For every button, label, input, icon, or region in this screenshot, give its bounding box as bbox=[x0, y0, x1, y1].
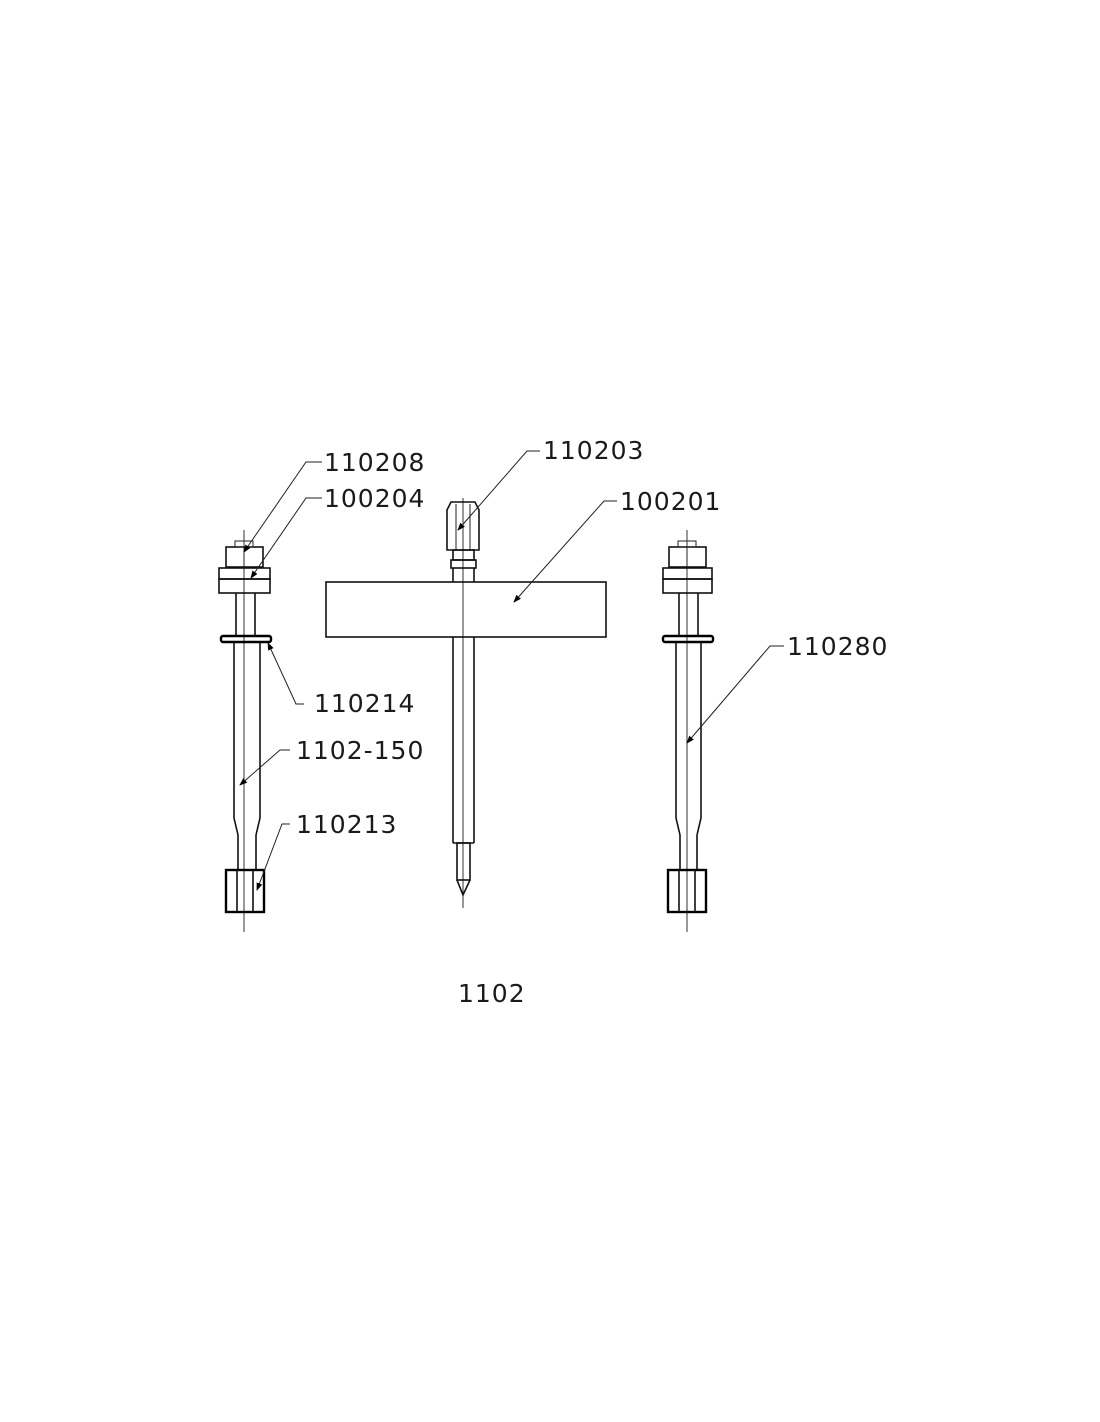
leader-lines bbox=[239, 450, 784, 891]
left-leg-assembly bbox=[218, 530, 273, 932]
assembly-number: 1102 bbox=[458, 979, 526, 1008]
center-screw-assembly bbox=[325, 498, 607, 908]
callout-110213: 110213 bbox=[296, 810, 397, 839]
callout-100204: 100204 bbox=[324, 484, 425, 513]
callout-110214: 110214 bbox=[314, 689, 415, 718]
callout-110280: 110280 bbox=[787, 632, 888, 661]
callout-1102-150: 1102-150 bbox=[296, 736, 424, 765]
callout-110208: 110208 bbox=[324, 448, 425, 477]
right-leg-assembly bbox=[661, 530, 715, 932]
callout-110203: 110203 bbox=[543, 436, 644, 465]
callout-100201: 100201 bbox=[620, 487, 721, 516]
cross-beam bbox=[325, 581, 607, 638]
callout-labels: 110208 100204 110214 1102-150 110213 110… bbox=[296, 436, 888, 839]
